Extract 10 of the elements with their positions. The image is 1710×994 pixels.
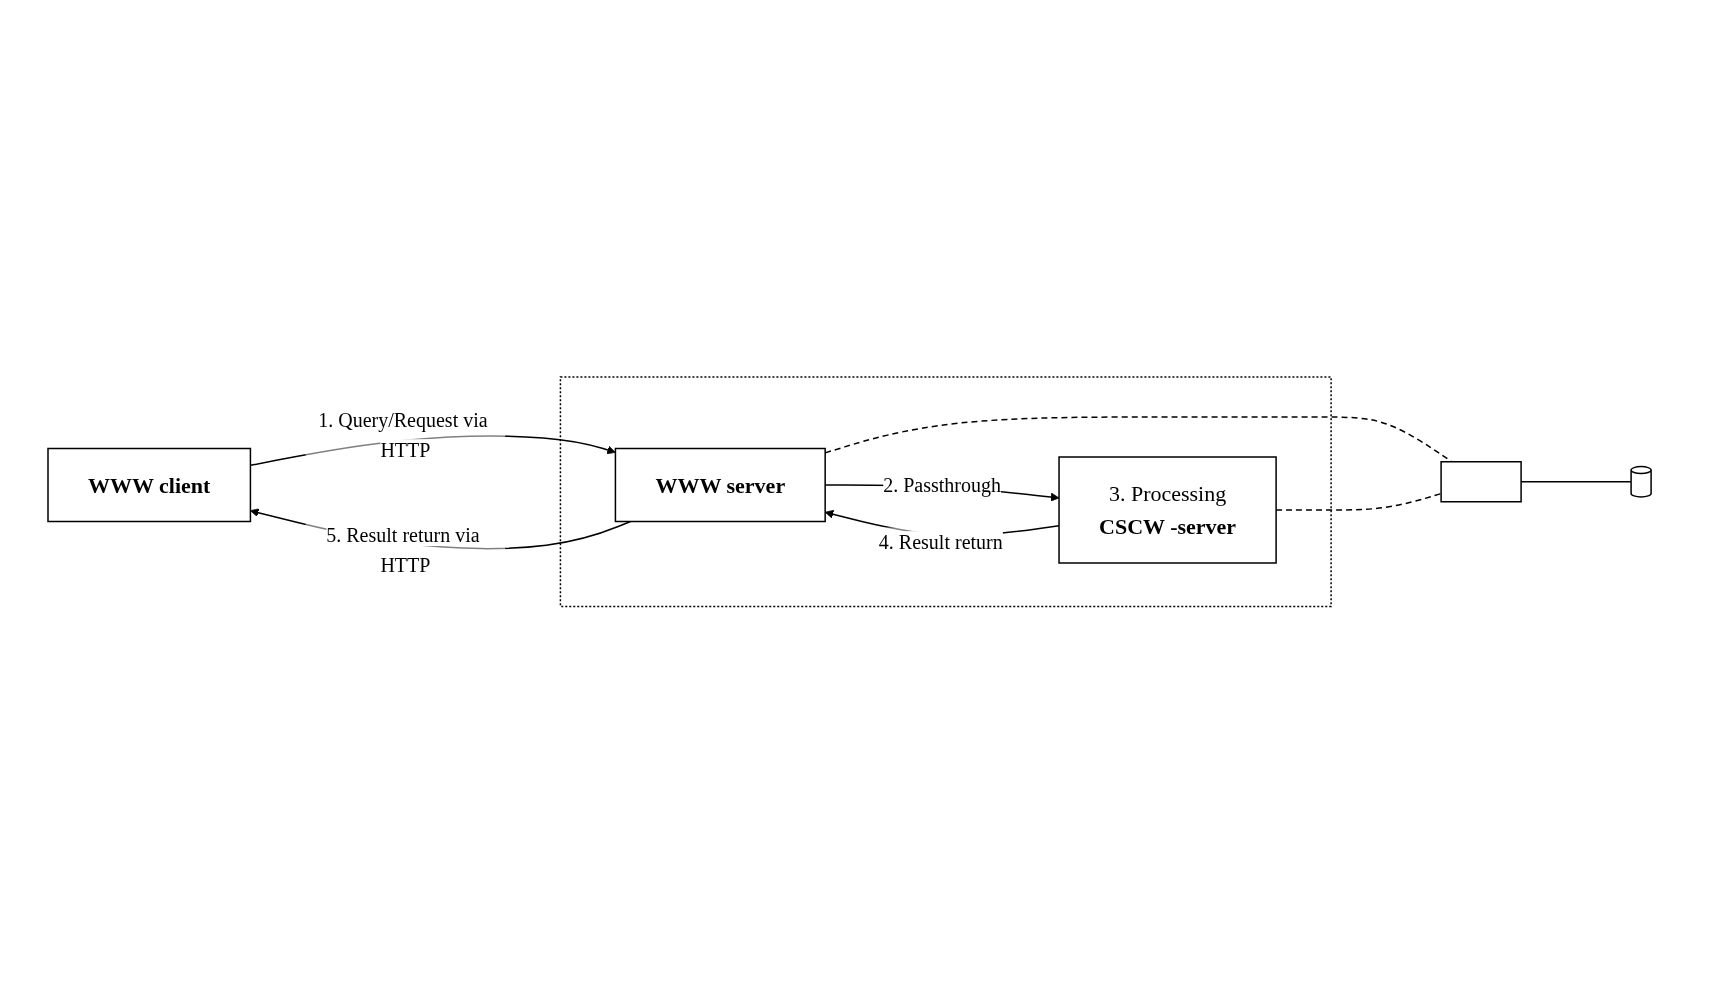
node-box	[1440, 461, 1523, 503]
node-box: WWW client	[47, 448, 252, 523]
node-box: WWW server	[615, 448, 827, 523]
cluster	[560, 376, 1333, 608]
edge-label: 4. Result return	[879, 531, 1004, 554]
edge-label: 5. Result return via HTTP	[326, 524, 481, 577]
node-box: 3. Processing CSCW -server	[1058, 456, 1278, 564]
edge-label: 1. Query/Request via HTTP	[318, 409, 489, 462]
node-cylinder	[1630, 466, 1653, 498]
edge-label: 2. Passthrough	[883, 474, 1002, 497]
